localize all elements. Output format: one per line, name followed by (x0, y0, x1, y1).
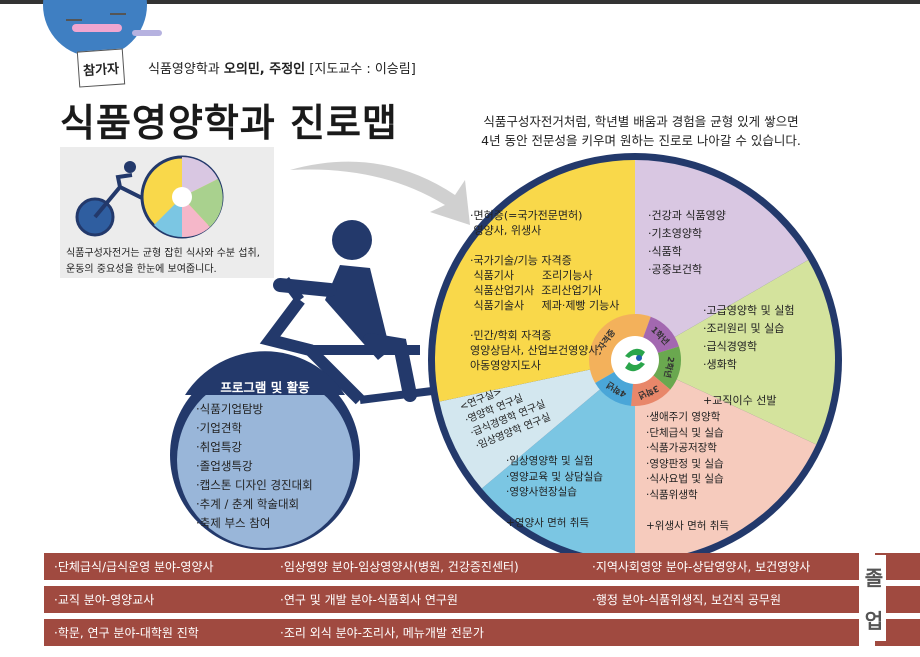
program-list: ·식품기업탐방 ·기업견학 ·취업특강 ·졸업생특강 ·캡스톤 디자인 경진대회 ·추계 … (196, 400, 313, 533)
advisor: [지도교수 : 이승림] (309, 62, 416, 77)
career-item: ·지역사회영양 분야-상담영양사, 보건영양사 (592, 560, 811, 574)
program-item: ·기업견학 (196, 421, 242, 435)
year4-courses: ·임상영양학 및 실험 ·영양교육 및 상담실습 ·영양사현장실습 +영양사 면… (506, 455, 603, 529)
program-title: 프로그램 및 활동 (220, 380, 310, 395)
career-item: ·연구 및 개발 분야-식품회사 연구원 (280, 593, 458, 607)
wedge-cert (435, 160, 635, 402)
top-bar (0, 0, 920, 4)
intro-line: 식품구성자전거처럼, 학년별 배움과 경험을 균형 있게 쌓으면 (483, 114, 799, 129)
year1-courses: ·건강과 식품영양 ·기초영양학 ·식품학 ·공중보건학 (648, 209, 726, 276)
program-wheel (170, 351, 360, 550)
certificates-text: ·면허증(=국가전문면허) 영양사, 위생사 ·국가기술/기능 자격증 식품기사… (470, 209, 620, 372)
cyclist-icon (259, 220, 441, 405)
graduation-char: 업 (864, 609, 884, 633)
intro-text: 식품구성자전거처럼, 학년별 배움과 경험을 균형 있게 쌓으면 4년 동안 전… (476, 112, 806, 150)
graduation-label: 졸 업 (862, 555, 886, 641)
wedge-year3 (635, 360, 817, 560)
career-row: ·단체급식/급식운영 분야-영양사 ·임상영양 분야-임상영양사(병원, 건강증진… (44, 553, 859, 580)
dept: 식품영양학과 (148, 62, 220, 77)
program-item: ·추계 / 춘계 학술대회 (196, 497, 300, 511)
year3-courses: ·생애주기 영양학 ·단체급식 및 실습 ·식품가공저장학 ·영양판정 및 실습… (646, 411, 730, 532)
program-item: ·졸업생특강 (196, 459, 253, 473)
career-item: ·임상영양 분야-임상영양사(병원, 건강증진센터) (280, 560, 519, 574)
participants: 식품영양학과 오의민, 주정인 [지도교수 : 이승림] (148, 58, 416, 77)
ring-label: 2학년 (661, 355, 676, 379)
participant-badge: 참가자 (76, 48, 126, 88)
career-item: ·단체급식/급식운영 분야-영양사 (54, 560, 214, 574)
caption-line: 식품구성자전거는 균형 잡힌 식사와 수분 섭취, (66, 248, 260, 259)
career-item: ·학문, 연구 분야-대학원 진학 (54, 626, 199, 640)
year2-courses: ·고급영양학 및 실험 ·조리원리 및 실습 ·급식경영학 ·생화학 +교직이수… (703, 304, 795, 407)
program-item: ·캡스톤 디자인 경진대회 (196, 478, 313, 492)
career-item: ·조리 외식 분야-조리사, 메뉴개발 전문가 (280, 626, 484, 640)
drone-icon (66, 13, 162, 36)
graduation-char: 졸 (864, 566, 884, 590)
arrow-icon (290, 161, 470, 225)
program-item: ·취업특강 (196, 440, 242, 454)
logo-icon (625, 348, 645, 372)
page-title: 식품영양학과 진로맵 (60, 101, 398, 145)
career-item: ·행정 분야-식품위생직, 보건직 공무원 (592, 593, 782, 607)
career-row: ·학문, 연구 분야-대학원 진학 ·조리 외식 분야-조리사, 메뉴개발 전문가 (44, 619, 859, 646)
food-bike-image (60, 147, 274, 278)
career-item: ·교직 분야-영양교사 (54, 593, 155, 607)
caption-line: 운동의 중요성을 한눈에 보여줍니다. (66, 264, 217, 275)
program-item: ·축제 부스 참여 (196, 516, 271, 530)
career-row: ·교직 분야-영양교사 ·연구 및 개발 분야-식품회사 연구원 ·행정 분야-식품… (44, 586, 859, 613)
food-bike-caption: 식품구성자전거는 균형 잡힌 식사와 수분 섭취, 운동의 중요성을 한눈에 보… (66, 246, 276, 278)
wedge-lab (439, 360, 635, 489)
wedge-year1 (635, 160, 809, 360)
intro-line: 4년 동안 전문성을 키우며 원하는 진로로 나아갈 수 있습니다. (481, 133, 801, 148)
wedge-year4 (481, 360, 635, 560)
wedge-year2 (635, 260, 835, 445)
students: 오의민, 주정인 (223, 62, 306, 77)
program-item: ·식품기업탐방 (196, 402, 264, 416)
